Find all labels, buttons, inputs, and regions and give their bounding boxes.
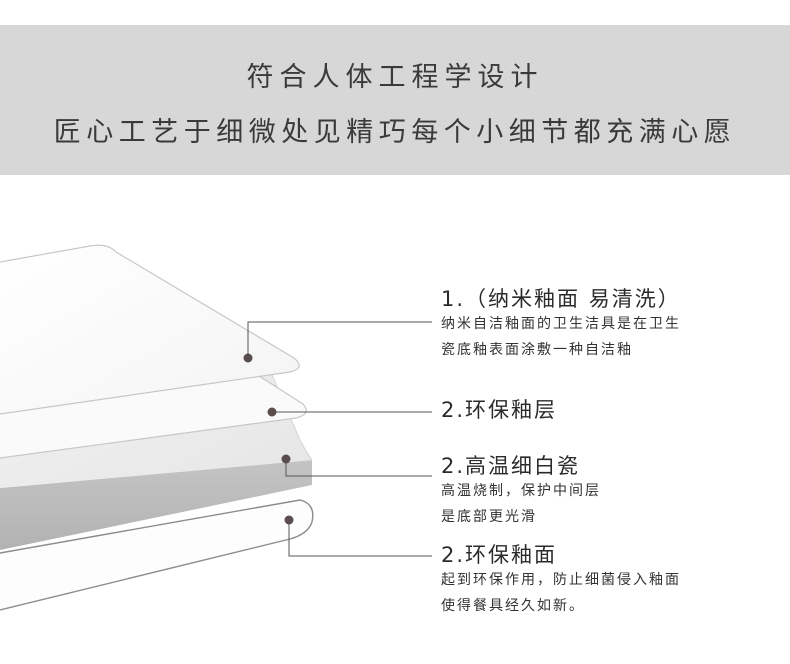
callout-desc-line: 起到环保作用，防止细菌侵入釉面 xyxy=(441,572,681,588)
callout-title: 2.高温细白瓷 xyxy=(441,454,581,478)
header-title: 符合人体工程学设计 xyxy=(246,62,544,93)
callout-desc-line: 纳米自洁釉面的卫生洁具是在卫生 xyxy=(441,316,681,332)
callout-nano-glaze: 1.（纳米釉面 易清洗） 纳米自洁釉面的卫生洁具是在卫生 瓷底釉表面涂敷一种自洁… xyxy=(441,287,681,363)
callout-title: 1.（纳米釉面 易清洗） xyxy=(441,287,681,311)
callout-desc-line: 高温烧制，保护中间层 xyxy=(441,483,601,499)
nano-glaze-layer xyxy=(0,244,300,415)
callout-ceramic: 2.高温细白瓷 高温烧制，保护中间层 是底部更光滑 xyxy=(441,454,601,530)
leader-line-3 xyxy=(285,459,432,477)
marker-dot-3 xyxy=(281,454,291,464)
marker-dot-4 xyxy=(284,515,294,525)
callout-glaze-layer: 2.环保釉层 xyxy=(441,398,557,422)
leader-lines xyxy=(247,321,432,557)
leader-line-1 xyxy=(247,321,432,358)
marker-dot-2 xyxy=(267,407,277,417)
marker-dot-1 xyxy=(243,353,253,363)
callout-desc-line: 瓷底釉表面涂敷一种自洁釉 xyxy=(441,342,633,358)
callout-desc-line: 是底部更光滑 xyxy=(441,509,537,525)
callout-glaze-surface: 2.环保釉面 起到环保作用，防止细菌侵入釉面 使得餐具经久如新。 xyxy=(441,543,681,619)
header-banner: 符合人体工程学设计 匠心工艺于细微处见精巧每个小细节都充满心愿 xyxy=(0,25,790,175)
marker-dots xyxy=(243,353,294,525)
header-subtitle: 匠心工艺于细微处见精巧每个小细节都充满心愿 xyxy=(53,117,737,148)
callout-desc-line: 使得餐具经久如新。 xyxy=(441,598,585,614)
layer-diagram xyxy=(0,244,432,611)
bottom-glaze-layer xyxy=(0,499,314,611)
callout-title: 2.环保釉层 xyxy=(441,398,558,422)
leader-line-4 xyxy=(288,520,432,557)
callout-title: 2.环保釉面 xyxy=(441,543,558,567)
